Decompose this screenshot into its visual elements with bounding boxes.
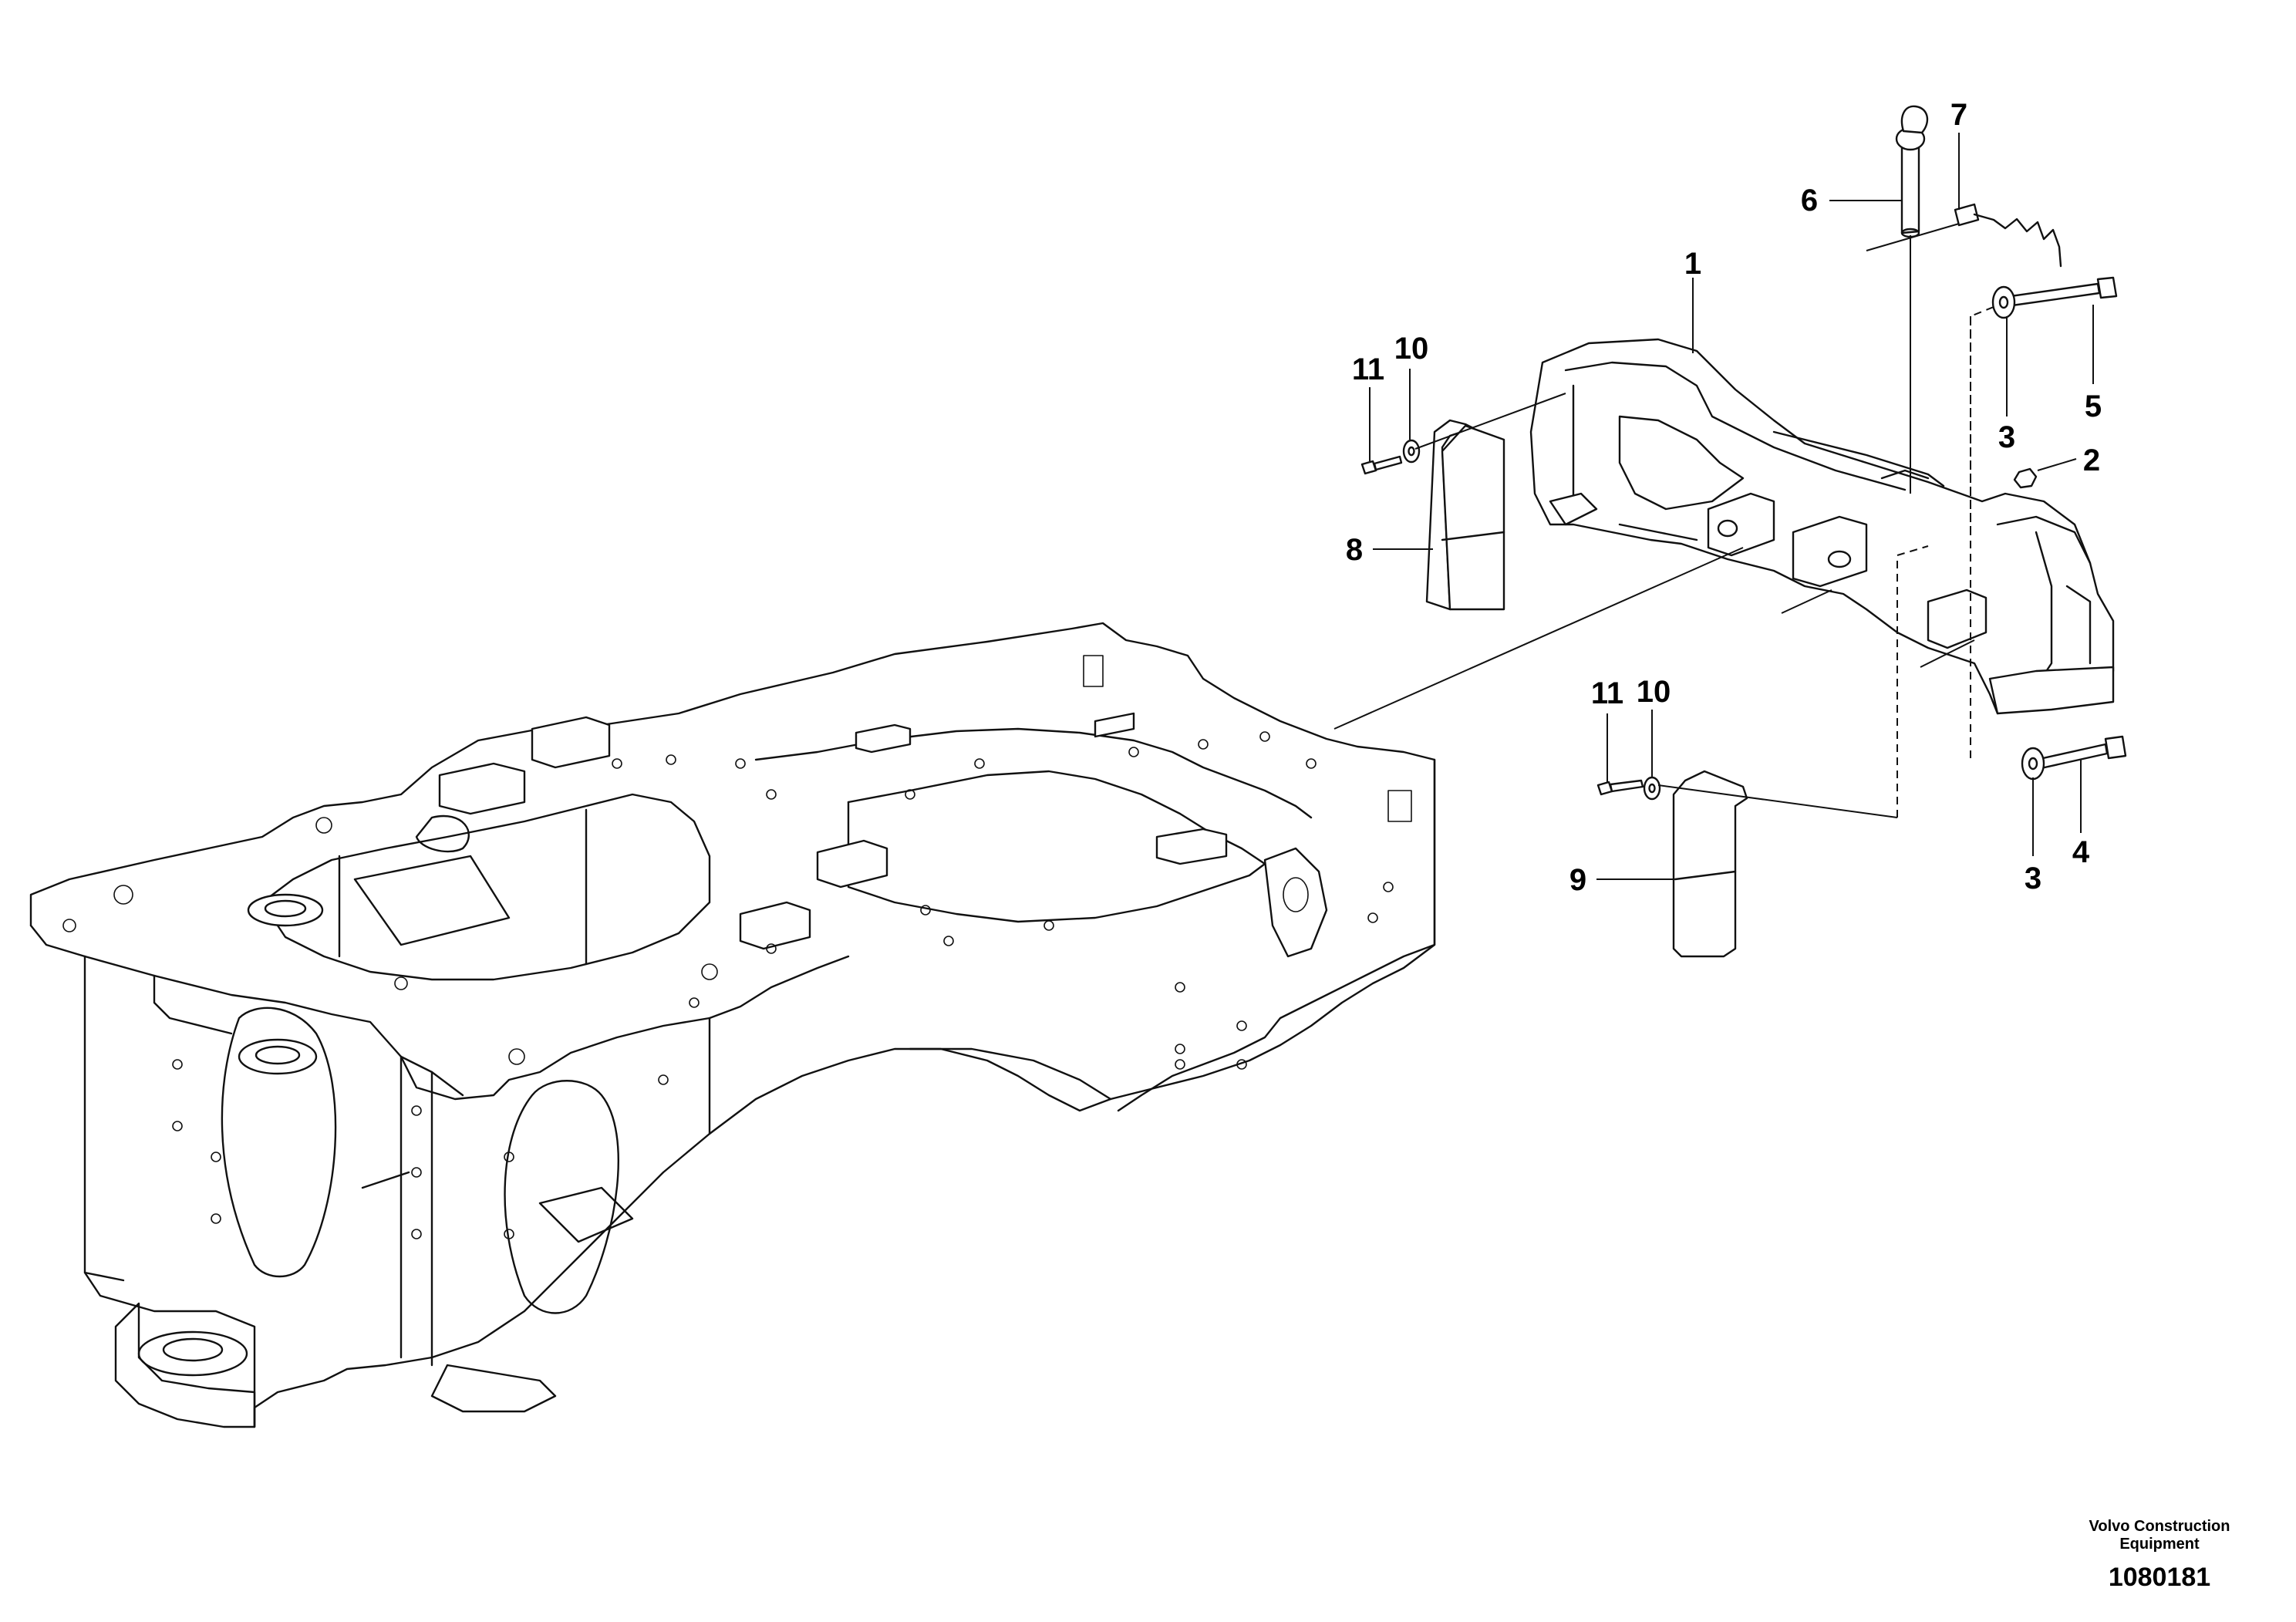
small-bolt-upper (1360, 455, 1403, 475)
small-washer-upper (1402, 439, 1421, 464)
callout-2: 2 (2083, 443, 2100, 477)
washer-upper (1991, 285, 2016, 319)
callout-7: 7 (1950, 98, 1967, 132)
callout-8: 8 (1346, 533, 1363, 567)
callout-leaders (1369, 133, 2094, 880)
callout-10-lower: 10 (1637, 675, 1671, 709)
callout-5: 5 (2085, 389, 2102, 423)
brand-name-line2: Equipment (2119, 1536, 2200, 1553)
spring-clip (1954, 203, 2062, 268)
locking-pin (1895, 105, 1929, 238)
bolt-lower (2035, 735, 2127, 771)
callout-10-upper: 10 (1394, 332, 1429, 366)
callout-11-upper: 11 (1352, 352, 1384, 386)
small-washer-lower (1643, 776, 1661, 801)
machine-frame (29, 622, 1436, 1428)
callout-1: 1 (1684, 247, 1701, 281)
figure-number: 1080181 (2109, 1563, 2210, 1592)
cover-plate-lower (1672, 770, 1748, 958)
callout-6: 6 (1801, 184, 1818, 218)
small-bolt-lower (1596, 779, 1644, 796)
bolt-upper (2004, 276, 2118, 308)
callout-4: 4 (2072, 835, 2090, 869)
cover-plate-upper (1425, 419, 1505, 611)
callout-3-upper: 3 (1998, 420, 2015, 454)
assembly-lines (1333, 223, 1994, 818)
callout-9: 9 (1569, 863, 1586, 897)
bumper-bracket-assembly (1529, 338, 2115, 715)
callout-11-lower: 11 (1591, 676, 1623, 710)
nut (2013, 467, 2038, 489)
callout-3-lower: 3 (2025, 862, 2041, 895)
brand-name-line1: Volvo Construction (2089, 1518, 2230, 1535)
washer-lower (2021, 747, 2045, 781)
